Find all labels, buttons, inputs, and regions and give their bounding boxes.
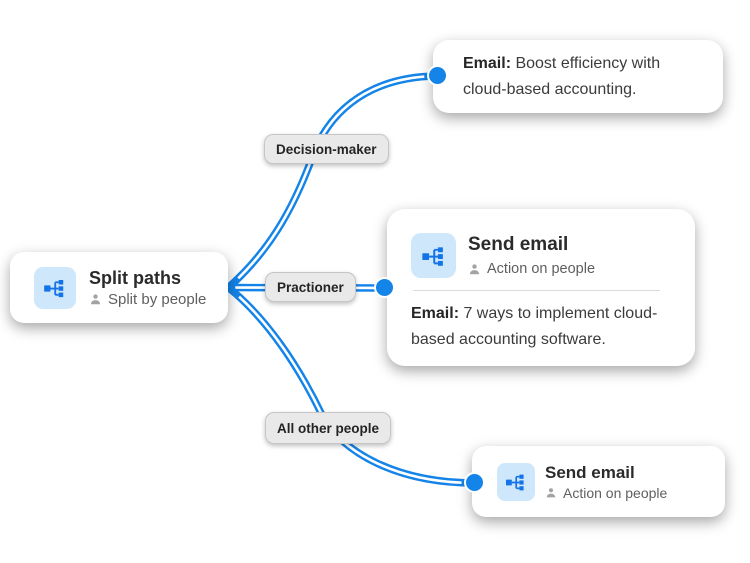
- person-icon: [89, 293, 102, 306]
- divider: [413, 290, 660, 291]
- node-send-email-practioner[interactable]: Send email Action on people Email: 7 way…: [387, 209, 695, 366]
- split-tree-icon: [497, 462, 535, 501]
- node-email-preview[interactable]: Email: Boost efficiency with cloud-based…: [433, 40, 723, 113]
- split-tree-icon: [411, 233, 456, 278]
- email-subject: 7 ways to implement cloud-based accounti…: [411, 305, 658, 348]
- branch-label-all-other-people[interactable]: All other people: [265, 412, 392, 444]
- connection-point-all-other[interactable]: [464, 472, 485, 493]
- node-subtitle: Action on people: [563, 485, 668, 501]
- branch-label-decision-maker[interactable]: Decision-maker: [264, 134, 389, 164]
- email-preview-text: Email: 7 ways to implement cloud-based a…: [411, 301, 663, 353]
- card-header: Send email Action on people: [411, 233, 669, 278]
- node-text: Split paths Split by people: [89, 267, 206, 309]
- node-split-paths[interactable]: Split paths Split by people: [10, 252, 228, 323]
- person-icon: [468, 263, 481, 276]
- node-subtitle: Action on people: [487, 261, 596, 277]
- split-tree-icon: [34, 266, 76, 309]
- node-title: Send email: [468, 234, 569, 255]
- node-subtitle: Split by people: [108, 290, 207, 308]
- person-icon: [545, 487, 557, 499]
- node-send-email-all-other[interactable]: Send email Action on people: [472, 446, 725, 517]
- branch-label-practioner[interactable]: Practioner: [265, 272, 356, 302]
- node-title: Send email: [545, 463, 635, 482]
- email-preview-text: Email: Boost efficiency with cloud-based…: [463, 51, 705, 103]
- email-label: Email:: [463, 54, 512, 72]
- connection-point-practioner[interactable]: [374, 277, 395, 298]
- node-title: Split paths: [89, 267, 182, 288]
- connection-point-decision-maker[interactable]: [427, 65, 448, 86]
- email-label: Email:: [411, 305, 460, 322]
- email-subject: Boost efficiency with cloud-based accoun…: [463, 54, 661, 98]
